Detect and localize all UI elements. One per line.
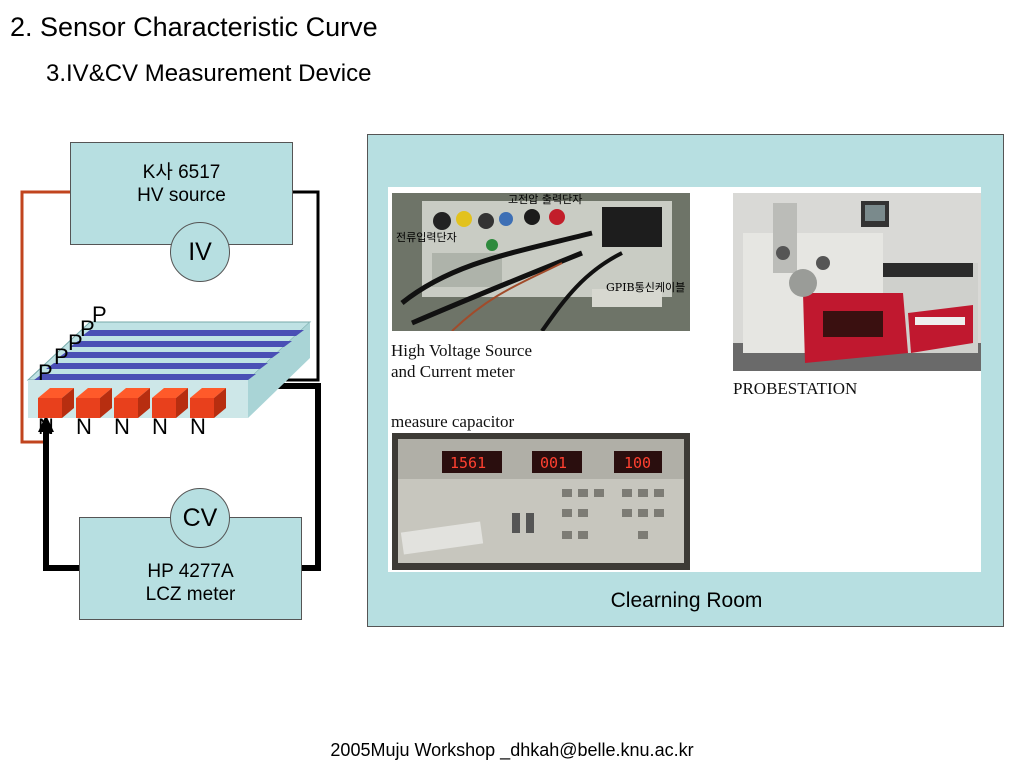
iv-label: IV [188,237,212,266]
slide-subtitle: 3.IV&CV Measurement Device [46,60,372,87]
n-label: N [38,414,54,439]
cv-label: CV [182,503,218,532]
slide-title: 2. Sensor Characteristic Curve [10,12,378,42]
lcz-meter-photo: 1561 001 100 [392,433,690,570]
sensor-side-face [248,322,310,418]
p-label: P [38,360,53,385]
p-label: P [80,316,95,341]
probestation-caption: PROBESTATION [733,379,858,398]
capacitor-caption: measure capacitor [391,412,515,431]
iv-circle: IV [170,222,230,282]
lcz-meter-label: LCZ meter [145,584,236,605]
hv-wire-red [20,190,70,444]
hv-source-box: K사 6517 HV source [70,142,293,245]
cv-wire-left [43,430,80,571]
hv-output-terminal-label: 고전압 출력단자 [508,193,583,206]
display-reading-3: 100 [624,454,651,472]
slide-footer: 2005Muju Workshop _dhkah@belle.knu.ac.kr [330,740,694,760]
n-strips [38,388,226,418]
gpib-cable-label: GPIB통신케이블 [606,281,686,294]
p-label: P [68,330,83,355]
n-label: N [114,414,130,439]
hv-source-caption: High Voltage Source and Current meter [391,341,533,381]
clean-room-caption: Clearning Room [610,589,763,612]
cv-wire-right [258,383,321,571]
hv-source-label: HV source [137,185,226,206]
probestation-photo [733,193,981,371]
p-label: P [92,302,107,327]
circuit-diagram [20,190,321,571]
display-reading-2: 001 [540,454,567,472]
cv-arrow-up [38,415,54,432]
photo-collage: 고전압 출력단자 전류입력단자 GPIB통신케이블 High Voltage S… [388,187,981,572]
hv-source-model: K사 6517 [142,162,221,183]
lcz-meter-model: HP 4277A [147,561,234,582]
hv-source-photo [392,193,690,331]
n-label: N [152,414,168,439]
current-input-terminal-label: 전류입력단자 [396,231,457,244]
n-label: N [76,414,92,439]
clean-room-panel: 고전압 출력단자 전류입력단자 GPIB통신케이블 High Voltage S… [367,134,1004,627]
p-strips [34,330,304,380]
n-label: N [190,414,206,439]
display-reading-1: 1561 [450,454,486,472]
cv-circle: CV [170,488,230,548]
p-label: P [54,344,69,369]
